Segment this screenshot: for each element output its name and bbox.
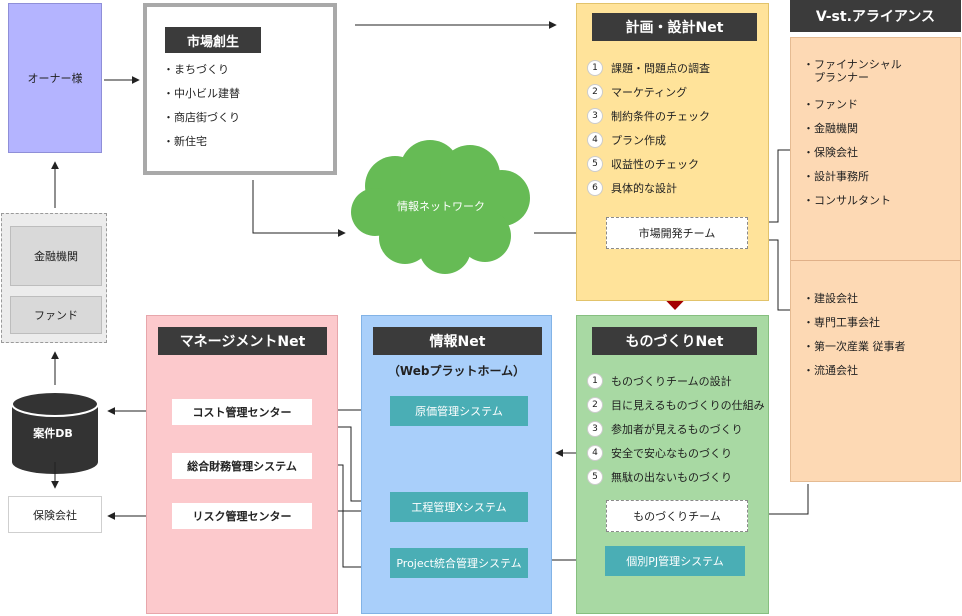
number-badge: 2 (587, 397, 603, 413)
alliance-item: ・コンサルタント (803, 194, 891, 207)
risk-center: リスク管理センター (172, 503, 312, 529)
mono-title: ものづくりNet (592, 327, 757, 355)
monozukuri-team: ものづくりチーム (606, 500, 748, 532)
info-subtitle: （Webプラットホーム） (387, 364, 526, 378)
number-badge: 2 (587, 84, 603, 100)
plan-item-text: 制約条件のチェック (611, 110, 710, 123)
number-badge: 1 (587, 60, 603, 76)
plan-item-text: マーケティング (611, 86, 688, 99)
alliance-item: ・第一次産業 従事者 (803, 340, 906, 353)
number-badge: 3 (587, 108, 603, 124)
mono-list: 1 ものづくりチームの設計 2 目に見えるものづくりの仕組み 3 参加者が見えるものづ… (587, 369, 765, 489)
project-system: Project統合管理システム (390, 548, 528, 578)
mono-item: 1 ものづくりチームの設計 (587, 369, 765, 393)
number-badge: 4 (587, 132, 603, 148)
bank-box: 金融機関 (10, 226, 102, 286)
mono-item-text: 参加者が見えるものづくり (611, 423, 743, 436)
plan-item-text: 課題・問題点の調査 (611, 62, 710, 75)
alliance-item: ・設計事務所 (803, 170, 869, 183)
insurer-box: 保険会社 (8, 496, 102, 533)
owner-box: オーナー様 (8, 3, 102, 153)
mono-item: 5 無駄の出ないものづくり (587, 465, 765, 489)
number-badge: 5 (587, 469, 603, 485)
mono-item-text: 無駄の出ないものづくり (611, 471, 732, 484)
alliance-item: ・ファンド (803, 98, 858, 111)
finance-system: 総合財務管理システム (172, 453, 312, 479)
mgmt-title: マネージメントNet (158, 327, 327, 355)
number-badge: 3 (587, 421, 603, 437)
market-dev-team: 市場開発チーム (606, 217, 748, 249)
mono-item: 4 安全で安心なものづくり (587, 441, 765, 465)
plan-item: 3 制約条件のチェック (587, 104, 710, 128)
alliance-divider (791, 260, 960, 261)
mono-item-text: 目に見えるものづくりの仕組み (611, 399, 765, 412)
alliance-item: ・流通会社 (803, 364, 858, 377)
alliance-item: ・金融機関 (803, 122, 858, 135)
fund-label: ファンド (34, 309, 78, 322)
plan-item: 6 具体的な設計 (587, 176, 710, 200)
number-badge: 1 (587, 373, 603, 389)
market-item: ・商店街づくり (163, 111, 240, 124)
market-item: ・新住宅 (163, 135, 207, 148)
insurer-label: 保険会社 (33, 508, 77, 522)
plan-item: 2 マーケティング (587, 80, 710, 104)
mono-item: 2 目に見えるものづくりの仕組み (587, 393, 765, 417)
number-badge: 6 (587, 180, 603, 196)
plan-item: 1 課題・問題点の調査 (587, 56, 710, 80)
alliance-bottom-list: ・建設会社 ・専門工事会社 ・第一次産業 従事者 ・流通会社 (803, 292, 906, 388)
number-badge: 4 (587, 445, 603, 461)
process-system: 工程管理Xシステム (390, 492, 528, 522)
alliance-title-text: V-st.アライアンス (815, 9, 936, 25)
alliance-title: V-st.アライアンス (790, 0, 961, 32)
mono-item-text: ものづくりチームの設計 (611, 375, 732, 388)
pj-management-system: 個別PJ管理システム (605, 546, 745, 576)
plan-item-text: 収益性のチェック (611, 158, 699, 171)
alliance-item: ・ファイナンシャル プランナー (803, 58, 902, 84)
info-net: 情報Net （Webプラットホーム） 原価管理システム 工程管理Xシステム Pr… (361, 315, 552, 614)
market-creation-box: 市場創生 ・まちづくり ・中小ビル建替 ・商店街づくり ・新住宅 (143, 3, 337, 175)
alliance-item: ・保険会社 (803, 146, 858, 159)
cost-center: コスト管理センター (172, 399, 312, 425)
plan-design-net: 計画・設計Net 1 課題・問題点の調査 2 マーケティング 3 制約条件のチェック … (576, 3, 769, 301)
market-item: ・まちづくり (163, 63, 229, 76)
network-label: 情報ネットワーク (355, 190, 527, 222)
fund-box: ファンド (10, 296, 102, 334)
mono-item-text: 安全で安心なものづくり (611, 447, 732, 460)
cost-system: 原価管理システム (390, 396, 528, 426)
plan-item: 4 プラン作成 (587, 128, 710, 152)
alliance-box: ・ファイナンシャル プランナー ・ファンド ・金融機関 ・保険会社 ・設計事務所… (790, 37, 961, 482)
market-title: 市場創生 (165, 27, 261, 53)
bank-label: 金融機関 (34, 250, 78, 263)
market-list: ・まちづくり ・中小ビル建替 ・商店街づくり ・新住宅 (163, 63, 240, 159)
management-net: マネージメントNet コスト管理センター 総合財務管理システム リスク管理センタ… (146, 315, 338, 614)
mono-item: 3 参加者が見えるものづくり (587, 417, 765, 441)
alliance-item: ・専門工事会社 (803, 316, 880, 329)
plan-item-text: 具体的な設計 (611, 182, 677, 195)
number-badge: 5 (587, 156, 603, 172)
alliance-item: ・建設会社 (803, 292, 858, 305)
plan-item: 5 収益性のチェック (587, 152, 710, 176)
network-text: 情報ネットワーク (397, 200, 485, 213)
finance-group: 金融機関 ファンド (1, 213, 107, 343)
plan-item-text: プラン作成 (611, 134, 666, 147)
project-db-text: 案件DB (33, 427, 73, 440)
market-item: ・中小ビル建替 (163, 87, 240, 100)
alliance-top-list: ・ファイナンシャル プランナー ・ファンド ・金融機関 ・保険会社 ・設計事務所… (803, 58, 902, 218)
info-title: 情報Net (373, 327, 542, 355)
project-db-label: 案件DB (10, 392, 96, 474)
plan-title: 計画・設計Net (592, 13, 757, 41)
owner-label: オーナー様 (27, 72, 83, 85)
